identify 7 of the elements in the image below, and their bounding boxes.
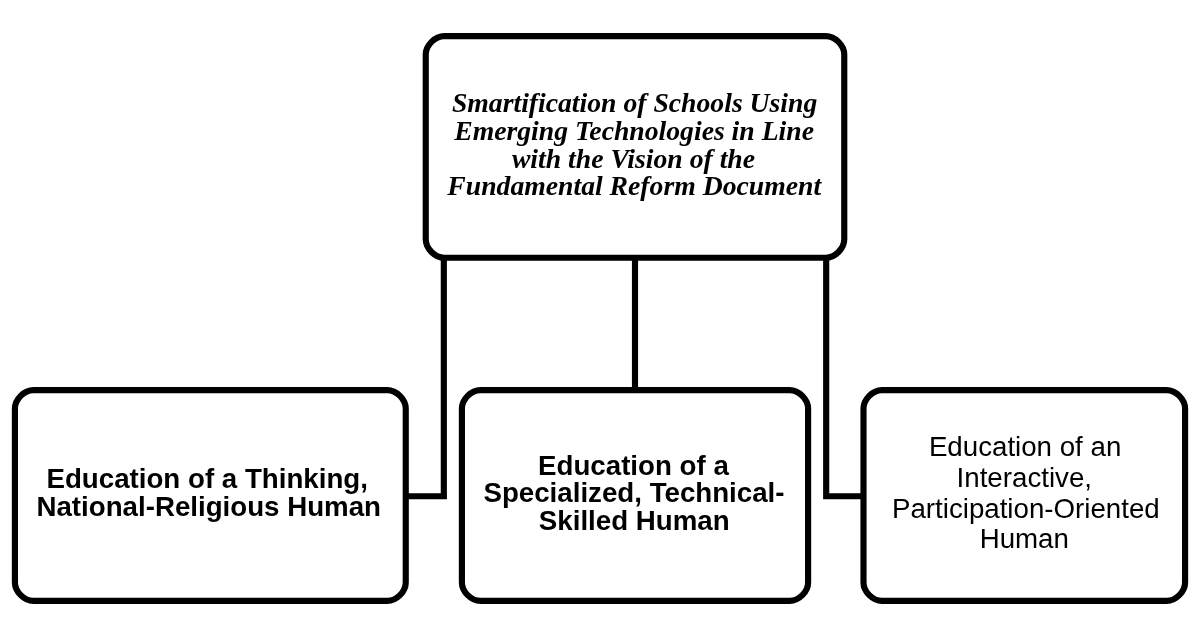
node-box: Education of an Interactive, Participation-Oriented Human xyxy=(860,386,1189,604)
connector xyxy=(405,257,447,500)
node-box: Smartification of Schools Using Emerging Technologies in Line with the Vision of the Fundamental Reform Document xyxy=(422,33,848,261)
node-box: Education of a Thinking, National-Religious Human xyxy=(11,386,409,604)
connector xyxy=(631,258,639,390)
node-box: Education of a Specialized, Technical-Skilled Human xyxy=(458,386,812,604)
connector xyxy=(823,257,864,500)
